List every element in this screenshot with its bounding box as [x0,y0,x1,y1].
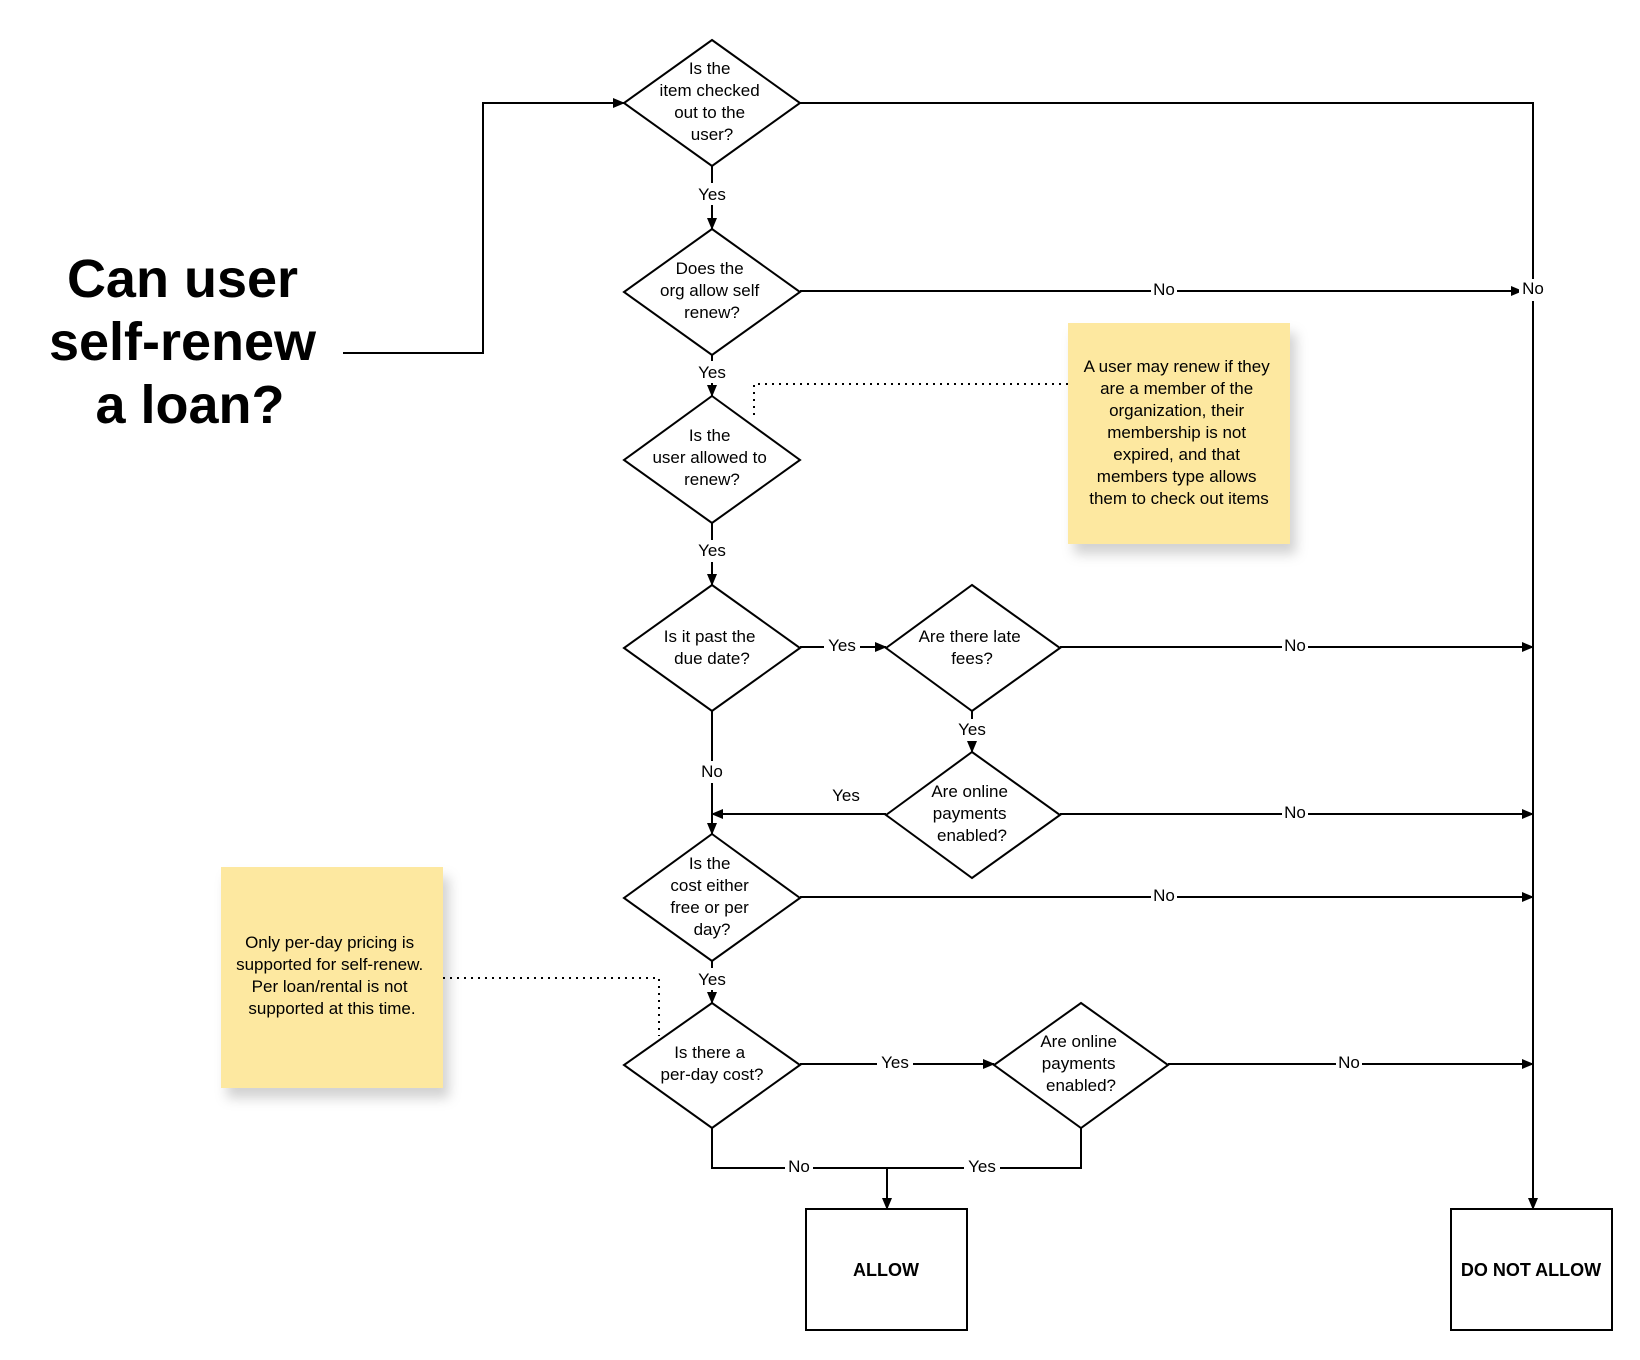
svg-text:Is there a per-day cost?: Is there a per-day cost? [661,1043,764,1084]
note-membership: A user may renew if they are a member of… [1068,323,1290,544]
svg-text:Is the cost either: Is the cost either free or per day? [670,854,753,939]
svg-text:Is the item checked: Is the item checked out to the user? [660,59,765,144]
decision-online-payments-enabled-1: Are online payments enabled? [884,750,1062,880]
label-q8-yes: Yes [881,1053,909,1072]
decision-item-checked-out: Is the item checked out to the user? [622,38,802,168]
svg-text:Are online payments: Are online payments enabled? [1040,1032,1121,1095]
label-q2-yes: Yes [698,363,726,382]
edge-labels: Yes Yes Yes No No Yes No Yes No Yes No N… [694,183,1547,1178]
label-q7-yes: Yes [698,970,726,989]
label-q7-no: No [1153,886,1175,905]
label-q4-yes: Yes [828,636,856,655]
svg-text:Is the user allowed to: Is the user allowed to renew? [652,426,771,489]
label-q6-no: No [1284,803,1306,822]
label-q8-no: No [788,1157,810,1176]
terminal-allow: ALLOW [805,1208,968,1331]
svg-text:Is it past the due date?: Is it past the due date? [664,627,760,668]
connector-q1-no [800,102,1538,1210]
note-pricing-connector [443,977,660,1036]
connector-q8-no [711,1128,887,1169]
label-q6-yes: Yes [832,786,860,805]
label-q1-yes: Yes [698,185,726,204]
note-pricing: Only per-day pricing is supported for se… [221,867,443,1088]
svg-text:Are there late fees?: Are there late fees? [919,627,1026,668]
connector-title-to-q1 [343,98,625,354]
label-q4-no: No [701,762,723,781]
decision-late-fees: Are there late fees? [884,583,1062,713]
decision-user-allowed-to-renew: Is the user allowed to renew? [622,394,802,525]
diagram-title: Can user self-renew a loan? [49,249,331,435]
label-q5-yes: Yes [958,720,986,739]
svg-text:ALLOW: ALLOW [853,1260,919,1280]
decision-per-day-cost: Is there a per-day cost? [622,1001,802,1130]
label-q5-no: No [1284,636,1306,655]
svg-text:Does the org allow self: Does the org allow self renew? [660,259,764,322]
connector-q9-yes [887,1128,1082,1169]
label-q9-no: No [1338,1053,1360,1072]
label-q2-no: No [1153,280,1175,299]
decision-online-payments-enabled-2: Are online payments enabled? [992,1001,1170,1130]
svg-text:Only per-day pricing is: Only per-day pricing is supported for se… [236,933,428,1018]
svg-text:DO NOT ALLOW: DO NOT ALLOW [1461,1260,1601,1280]
decision-org-allow-self-renew: Does the org allow self renew? [622,227,802,357]
decision-past-due-date: Is it past the due date? [622,583,802,713]
svg-text:Are online payments: Are online payments enabled? [931,782,1012,845]
decision-cost-free-or-per-day: Is the cost either free or per day? [622,832,802,963]
label-q9-yes: Yes [968,1157,996,1176]
note-membership-connector [753,383,1068,418]
label-q3-yes: Yes [698,541,726,560]
label-q1-no: No [1522,279,1544,298]
svg-text:A user may renew if they: A user may renew if they are a member of… [1084,357,1275,508]
terminal-do-not-allow: DO NOT ALLOW [1450,1208,1613,1331]
